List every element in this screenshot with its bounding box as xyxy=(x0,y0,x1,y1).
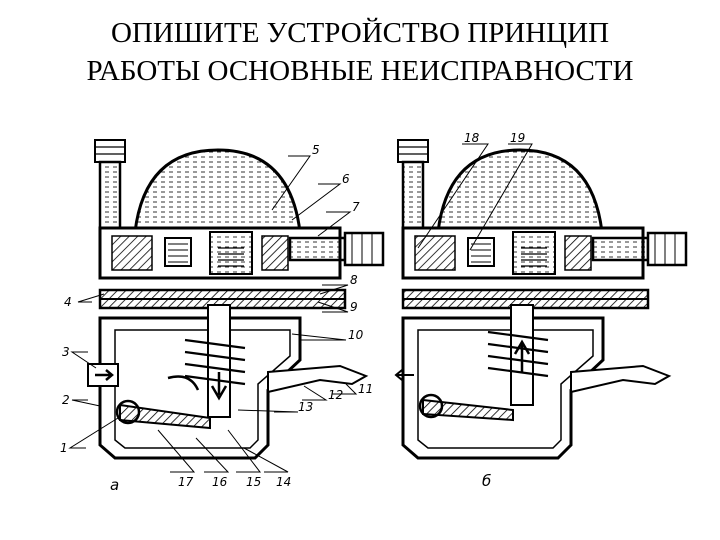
hand-lever xyxy=(267,364,369,394)
label-13: 13 xyxy=(298,400,313,414)
label-15: 15 xyxy=(246,475,261,489)
label-9: 9 xyxy=(350,300,358,314)
rod-arrow-up xyxy=(513,339,531,372)
label-14: 14 xyxy=(276,475,291,489)
pump-view-b: 18 19 б xyxy=(394,131,688,490)
inlet-nut-b xyxy=(397,139,429,163)
label-8: 8 xyxy=(350,273,358,287)
caption-a: а xyxy=(110,476,119,494)
label-10: 10 xyxy=(348,328,364,342)
label-19: 19 xyxy=(510,131,525,145)
label-2: 2 xyxy=(62,393,70,407)
rod-arrow-down xyxy=(210,372,228,401)
caption-b: б xyxy=(482,472,491,490)
drive-lever xyxy=(119,403,211,430)
sediment-dome xyxy=(133,148,302,234)
slide-title: ОПИШИТЕ УСТРОЙСТВО ПРИНЦИП РАБОТЫ ОСНОВН… xyxy=(0,14,720,90)
inlet-nut xyxy=(94,139,126,163)
label-3: 3 xyxy=(62,345,70,359)
outlet-valve xyxy=(209,231,253,275)
title-line-2: РАБОТЫ ОСНОВНЫЕ НЕИСПРАВНОСТИ xyxy=(86,55,634,87)
outlet-pipe xyxy=(288,236,347,262)
diaphragm-spring xyxy=(184,338,246,386)
outlet-nut xyxy=(343,231,385,267)
arrow-left-icon xyxy=(394,369,414,381)
labels-view-a: 5 6 7 8 9 10 11 12 13 14 15 16 17 4 3 2 … xyxy=(60,143,373,494)
label-7: 7 xyxy=(352,200,360,214)
label-6: 6 xyxy=(342,172,350,186)
sediment-dome-b xyxy=(436,148,604,234)
label-4: 4 xyxy=(64,295,72,309)
label-12: 12 xyxy=(328,388,343,402)
label-5: 5 xyxy=(312,143,320,157)
label-11: 11 xyxy=(358,382,373,396)
pump-view-a xyxy=(87,139,385,460)
inlet-valve xyxy=(164,237,192,267)
label-18: 18 xyxy=(464,131,480,145)
label-1: 1 xyxy=(60,441,68,455)
label-17: 17 xyxy=(178,475,194,489)
title-line-1: ОПИШИТЕ УСТРОЙСТВО ПРИНЦИП xyxy=(110,17,610,49)
arrow-right-icon xyxy=(95,369,114,381)
label-16: 16 xyxy=(212,475,228,489)
